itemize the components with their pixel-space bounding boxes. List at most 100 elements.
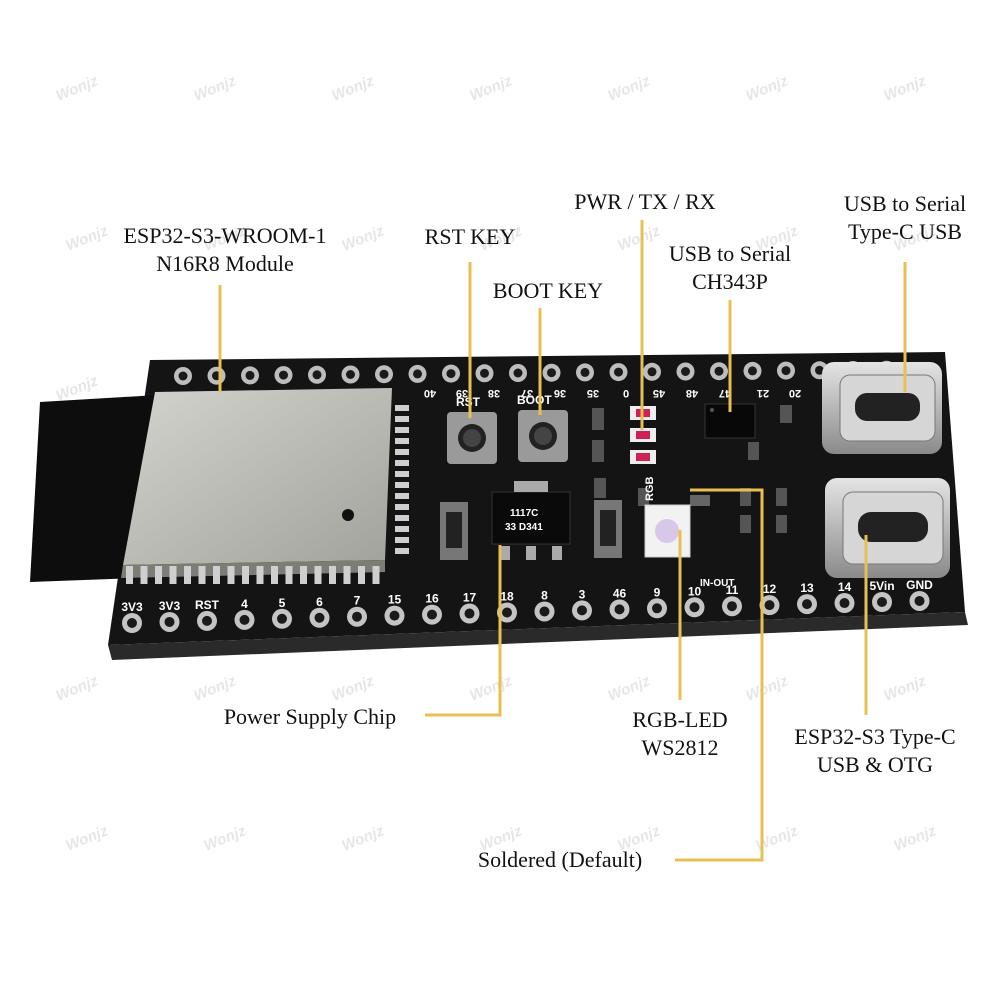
module-pad bbox=[184, 566, 191, 584]
bottom-pin-label: 12 bbox=[763, 582, 777, 596]
rst-button bbox=[447, 412, 497, 464]
ldo-chip bbox=[491, 481, 571, 560]
top-pin-label: 45 bbox=[653, 387, 665, 399]
top-pin-label: 38 bbox=[488, 387, 500, 399]
label-usb-serial-port-line2: Type-C USB bbox=[848, 219, 962, 244]
bottom-pin-label: 46 bbox=[613, 586, 627, 600]
module-pad bbox=[300, 566, 307, 584]
label-rgb-led-line2: WS2812 bbox=[641, 735, 719, 760]
module-pad bbox=[227, 566, 235, 584]
module-pad bbox=[155, 566, 162, 584]
header-hole bbox=[542, 363, 561, 382]
header-hole bbox=[834, 593, 855, 614]
bottom-pin-label: GND bbox=[906, 578, 933, 592]
header-hole bbox=[207, 366, 226, 385]
label-module: ESP32-S3-WROOM-1 N16R8 Module bbox=[95, 222, 355, 278]
callout-lines bbox=[218, 220, 907, 862]
header-hole bbox=[647, 598, 667, 619]
module-shield bbox=[123, 388, 392, 565]
label-usb-serial-port: USB to Serial Type-C USB bbox=[815, 190, 995, 246]
label-pwr-tx-rx: PWR / TX / RX bbox=[574, 189, 716, 214]
module-pad bbox=[395, 405, 409, 411]
usb-c-port-serial bbox=[822, 362, 942, 454]
bottom-pin-label: 16 bbox=[425, 592, 439, 606]
bottom-pin-label: 18 bbox=[500, 590, 514, 604]
header-hole bbox=[777, 361, 795, 380]
header-hole bbox=[609, 363, 628, 382]
header-hole bbox=[797, 594, 817, 615]
module-pad bbox=[395, 460, 409, 466]
label-soldered: Soldered (Default) bbox=[477, 847, 643, 872]
module-pad bbox=[395, 449, 409, 455]
header-hole bbox=[710, 362, 728, 381]
header-hole bbox=[309, 607, 330, 628]
pcb-edge bbox=[108, 612, 968, 660]
top-pin-label: 48 bbox=[686, 387, 698, 399]
boot-button bbox=[518, 410, 568, 462]
label-usb-otg-line2: USB & OTG bbox=[816, 752, 934, 777]
label-ch343p-line2: CH343P bbox=[692, 269, 768, 294]
bottom-pin-label: 8 bbox=[541, 588, 548, 602]
header-hole bbox=[743, 361, 762, 380]
label-rst-key: RST KEY bbox=[424, 224, 516, 249]
header-hole bbox=[497, 602, 517, 623]
rgb-led bbox=[644, 504, 691, 558]
capacitors bbox=[440, 500, 622, 560]
ldo-marking-1: 1117C bbox=[510, 508, 538, 519]
callout-line-power bbox=[425, 545, 502, 717]
module-pad bbox=[126, 566, 133, 584]
module-pad bbox=[395, 526, 409, 532]
bottom-pin-label: 11 bbox=[726, 583, 739, 597]
callout-line-soldered bbox=[675, 488, 764, 862]
bottom-pin-label: 6 bbox=[316, 595, 323, 609]
module-pad bbox=[395, 548, 409, 554]
header-hole bbox=[909, 590, 930, 611]
header-hole bbox=[572, 600, 592, 621]
header-hole bbox=[375, 365, 393, 384]
top-pin-label: 20 bbox=[789, 387, 801, 399]
module-dot bbox=[342, 509, 354, 521]
header-hole bbox=[759, 595, 780, 616]
label-module-line1: ESP32-S3-WROOM-1 bbox=[123, 223, 327, 248]
bottom-pin-label: 7 bbox=[354, 594, 361, 608]
header-hole bbox=[576, 363, 594, 382]
module-pad bbox=[329, 566, 336, 584]
bottom-pin-label: 5 bbox=[279, 596, 286, 610]
module-pad bbox=[198, 566, 206, 584]
top-pin-label: 0 bbox=[623, 387, 629, 399]
module-pad bbox=[140, 566, 148, 584]
bottom-pin-label: 3 bbox=[579, 587, 586, 601]
bottom-pin-label: 3V3 bbox=[121, 600, 143, 614]
bottom-pin-label: 13 bbox=[800, 581, 814, 595]
bottom-header-holes bbox=[122, 590, 930, 633]
header-hole bbox=[684, 597, 705, 618]
bottom-pin-label: 4 bbox=[241, 597, 248, 611]
label-usb-otg-line1: ESP32-S3 Type-C bbox=[794, 724, 956, 749]
header-hole bbox=[722, 596, 742, 617]
module-pad bbox=[314, 566, 322, 584]
bottom-pin-label: 14 bbox=[838, 580, 852, 594]
header-hole bbox=[234, 609, 255, 630]
header-hole bbox=[122, 613, 142, 633]
bottom-pin-label: 10 bbox=[688, 584, 702, 598]
module-bottom-pads bbox=[126, 566, 380, 584]
label-rgb-led: RGB-LED WS2812 bbox=[600, 706, 760, 762]
module-pad bbox=[242, 566, 249, 584]
top-pin-label: 37 bbox=[521, 387, 533, 399]
header-hole bbox=[534, 601, 555, 622]
module-pad bbox=[358, 566, 365, 584]
header-hole bbox=[308, 365, 326, 384]
label-usb-otg: ESP32-S3 Type-C USB & OTG bbox=[768, 723, 982, 779]
header-hole bbox=[408, 364, 427, 383]
header-hole bbox=[341, 365, 360, 384]
module-pad bbox=[395, 482, 409, 488]
top-header-holes bbox=[174, 360, 896, 385]
in-out-silk: IN-OUT bbox=[700, 578, 734, 589]
label-rgb-led-line1: RGB-LED bbox=[632, 707, 728, 732]
antenna-area bbox=[30, 395, 158, 582]
bottom-pin-label: 17 bbox=[463, 591, 477, 605]
module-side-pads bbox=[395, 405, 409, 554]
header-hole bbox=[384, 605, 405, 626]
